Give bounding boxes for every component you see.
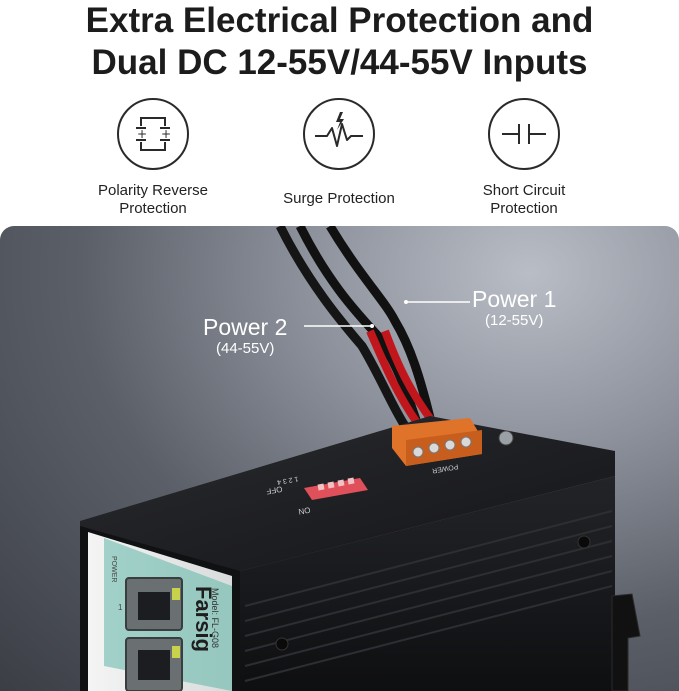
svg-text:+: + [161, 127, 171, 141]
dip-off-label: OFF [266, 484, 283, 496]
headline: Extra Electrical Protection and Dual DC … [0, 0, 679, 84]
feature-label-line-1: Polarity Reverse [97, 182, 209, 199]
power1-label: Power 1 [472, 286, 557, 312]
product-photo: OFF ON 1 2 3 4 POWER POWER 1 Model: FL-G… [0, 226, 679, 691]
din-clip [611, 593, 641, 691]
device-side [240, 476, 615, 691]
model-label: Model: FL-G08 [210, 588, 220, 648]
power1-callout: Power 1 (12-55V) [472, 286, 556, 330]
feature-label: Polarity Reverse Protection [73, 182, 233, 218]
device-illustration: OFF ON 1 2 3 4 POWER POWER 1 Model: FL-G… [80, 226, 641, 691]
power2-range: (44-55V) [216, 340, 275, 357]
wire-red-2 [366, 329, 422, 427]
brand-label: Farsig [191, 586, 216, 652]
dip-on-label: ON [298, 505, 312, 516]
wire-black-1 [295, 226, 423, 428]
port-led-1 [172, 588, 180, 600]
wire-black-2 [326, 226, 437, 428]
wire-red-1 [381, 329, 436, 424]
power2-label: Power 2 [203, 314, 288, 340]
feature-label-line-2: Protection [119, 200, 187, 217]
port-led-2 [172, 646, 180, 658]
power1-range: (12-55V) [485, 312, 544, 329]
headline-line-1: Extra Electrical Protection and [85, 1, 594, 40]
screw-side-bottom [275, 637, 289, 651]
feature-label-line-1: Surge Protection [283, 190, 395, 207]
polarity-reverse-icon: + + [117, 98, 189, 170]
feature-short-circuit: Short Circuit Protection [444, 98, 604, 218]
headline-line-2: Dual DC 12-55V/44-55V Inputs [91, 43, 588, 82]
ground-screw [498, 430, 514, 446]
front-power-label: POWER [110, 556, 117, 582]
svg-text:+: + [137, 127, 147, 141]
feature-label: Surge Protection [259, 190, 419, 208]
dip-numbers-label: 1 2 3 4 [276, 475, 298, 486]
port-number-label: 1 [118, 603, 123, 612]
terminal-power-label: POWER [431, 462, 458, 473]
short-circuit-icon [488, 98, 560, 170]
feature-surge-protection: Surge Protection [259, 98, 419, 208]
power2-callout: Power 2 (44-55V) [203, 314, 287, 358]
feature-label-line-2: Protection [490, 200, 558, 217]
surge-icon [303, 98, 375, 170]
wire-black-3 [275, 226, 409, 429]
terminal-block [392, 418, 482, 466]
feature-label-line-1: Short Circuit [482, 182, 566, 199]
screw-side-top [577, 535, 591, 549]
feature-polarity-reverse: + + Polarity Reverse Protection [73, 98, 233, 218]
feature-label: Short Circuit Protection [444, 182, 604, 218]
